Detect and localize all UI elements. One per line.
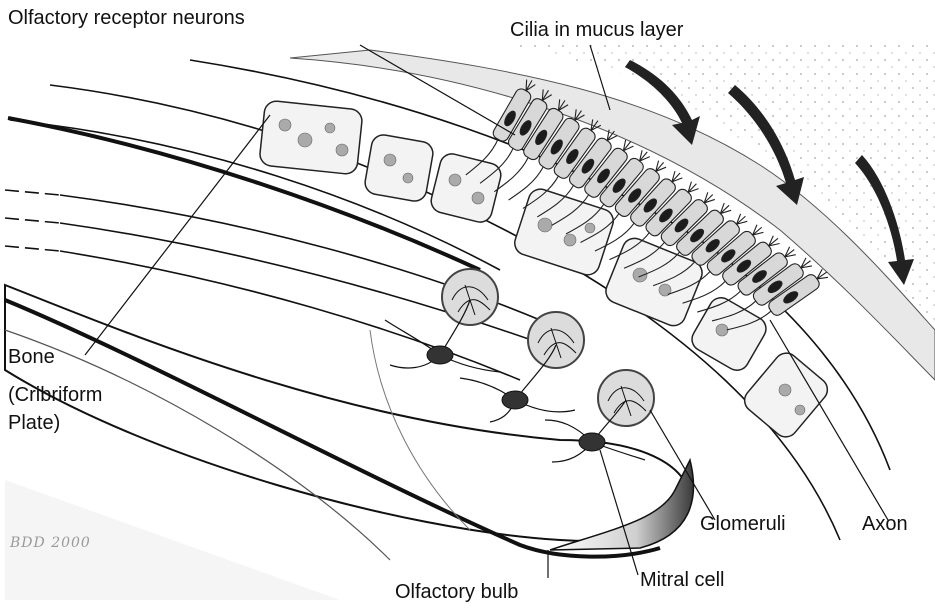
bone-block [363, 133, 434, 203]
mitral-cell-body [502, 391, 528, 409]
mitral-cell-body [579, 433, 605, 451]
glomerulus [598, 370, 654, 426]
label-olfactory-receptor-neurons: Olfactory receptor neurons [8, 6, 245, 30]
label-mitral-cell: Mitral cell [640, 568, 724, 592]
bone-block [429, 151, 504, 224]
label-glomeruli: Glomeruli [700, 512, 786, 536]
glomerulus [528, 312, 584, 368]
label-cribriform-line1: (Cribriform [8, 383, 102, 407]
label-axon: Axon [862, 512, 908, 536]
label-cilia-in-mucus-layer: Cilia in mucus layer [510, 18, 683, 42]
mitral-cell-body [427, 346, 453, 364]
label-bone: Bone [8, 345, 55, 369]
artist-signature: BDD 2000 [10, 535, 91, 551]
label-olfactory-bulb: Olfactory bulb [395, 580, 518, 604]
glomerulus [442, 269, 498, 325]
leader-bone [85, 115, 270, 355]
olfactory-bulb-body [5, 285, 690, 541]
bone-block [688, 293, 771, 374]
label-cribriform-line2: Plate) [8, 411, 60, 435]
